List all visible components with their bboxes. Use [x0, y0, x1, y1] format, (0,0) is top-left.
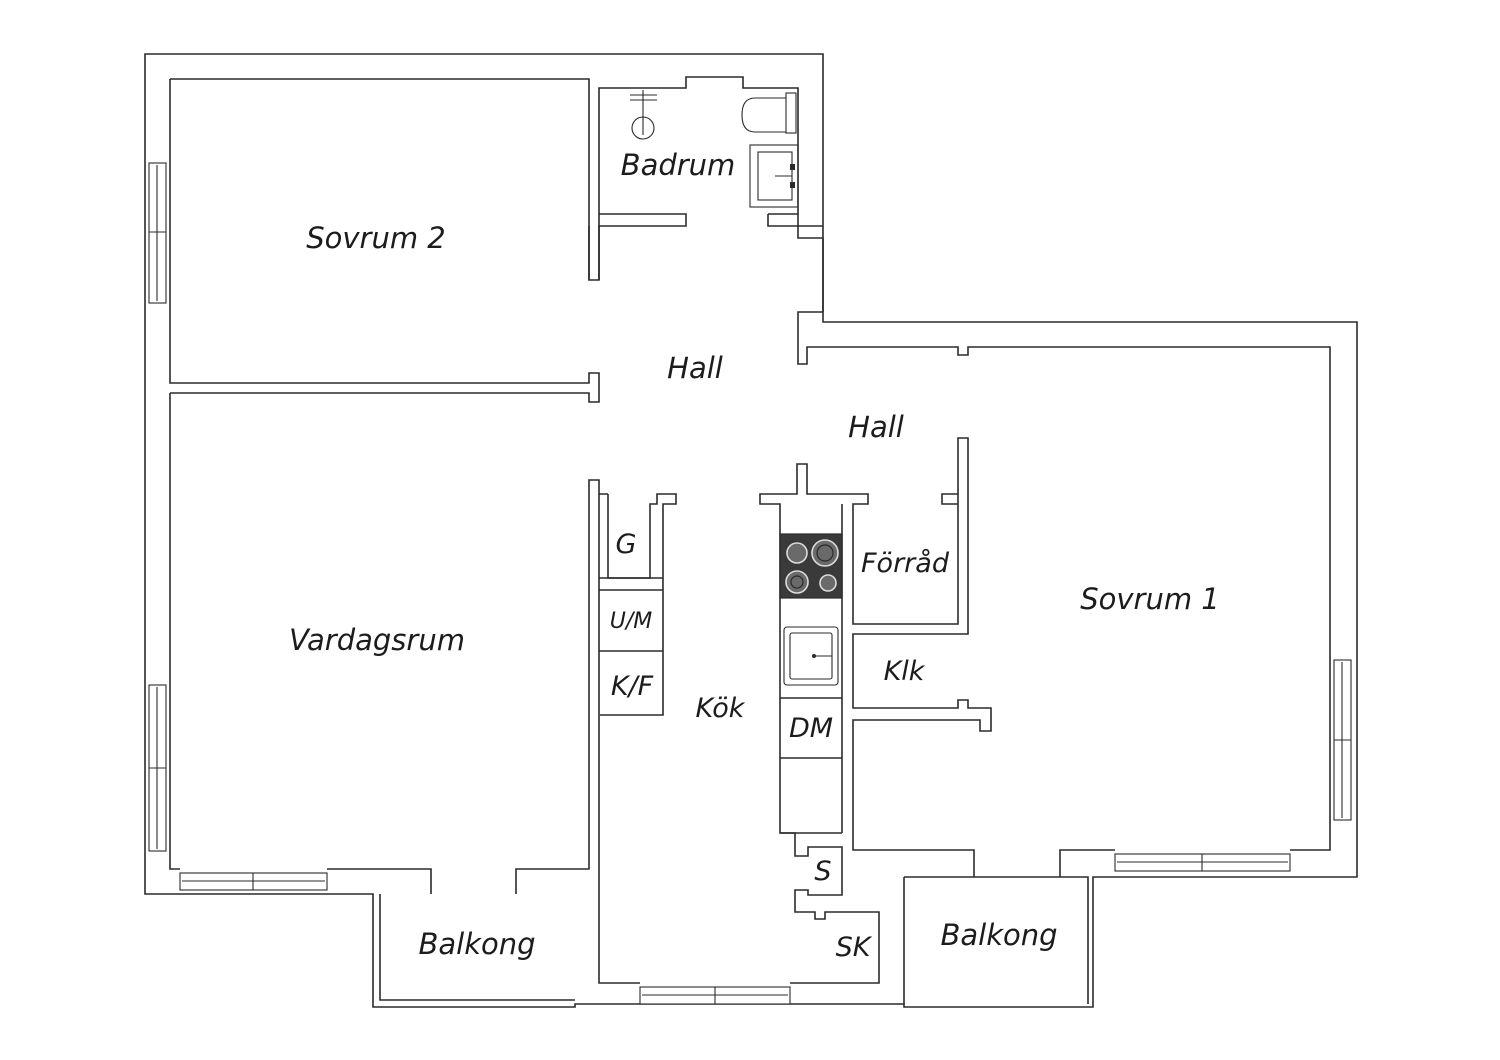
window-sovrum-1-side — [1333, 659, 1352, 821]
fixture-label-dm: DM — [789, 713, 833, 744]
window-kok — [639, 986, 791, 1005]
room-label-balkong-left: Balkong — [418, 927, 535, 961]
window-sovrum-1-bottom — [1114, 853, 1291, 872]
room-labels: Sovrum 2 Badrum Hall Hall Vardagsrum Sov… — [289, 148, 1220, 961]
fixture-labels: G U/M K/F DM S SK — [610, 529, 873, 963]
bathroom-sink-icon — [749, 144, 799, 208]
badrum-walls — [588, 90, 823, 280]
room-label-sovrum-1: Sovrum 1 — [1080, 582, 1220, 616]
shower-icon — [630, 90, 657, 140]
window-vardagsrum-bottom — [179, 872, 328, 891]
room-label-hall-upper: Hall — [667, 351, 723, 385]
room-label-vardagsrum: Vardagsrum — [289, 623, 465, 657]
fixture-label-sk: SK — [836, 932, 873, 963]
window-sovrum-2 — [148, 162, 167, 304]
hall-walls — [379, 238, 1331, 1004]
room-label-klk: Klk — [884, 656, 926, 687]
kitchen-sink-icon — [783, 626, 839, 686]
fixture-label-g: G — [616, 529, 637, 560]
toilet-icon — [741, 92, 797, 134]
fixture-label-kf: K/F — [611, 671, 654, 702]
room-label-hall-lower: Hall — [848, 410, 904, 444]
window-vardagsrum-side — [148, 684, 167, 852]
room-label-forrad: Förråd — [861, 548, 950, 579]
room-label-kok: Kök — [696, 693, 746, 724]
stove-icon — [779, 533, 843, 599]
fixture-label-s: S — [814, 856, 831, 887]
room-label-balkong-right: Balkong — [940, 918, 1057, 952]
room-label-sovrum-2: Sovrum 2 — [306, 221, 446, 255]
fixture-label-um: U/M — [610, 609, 653, 634]
room-label-badrum: Badrum — [621, 148, 736, 182]
